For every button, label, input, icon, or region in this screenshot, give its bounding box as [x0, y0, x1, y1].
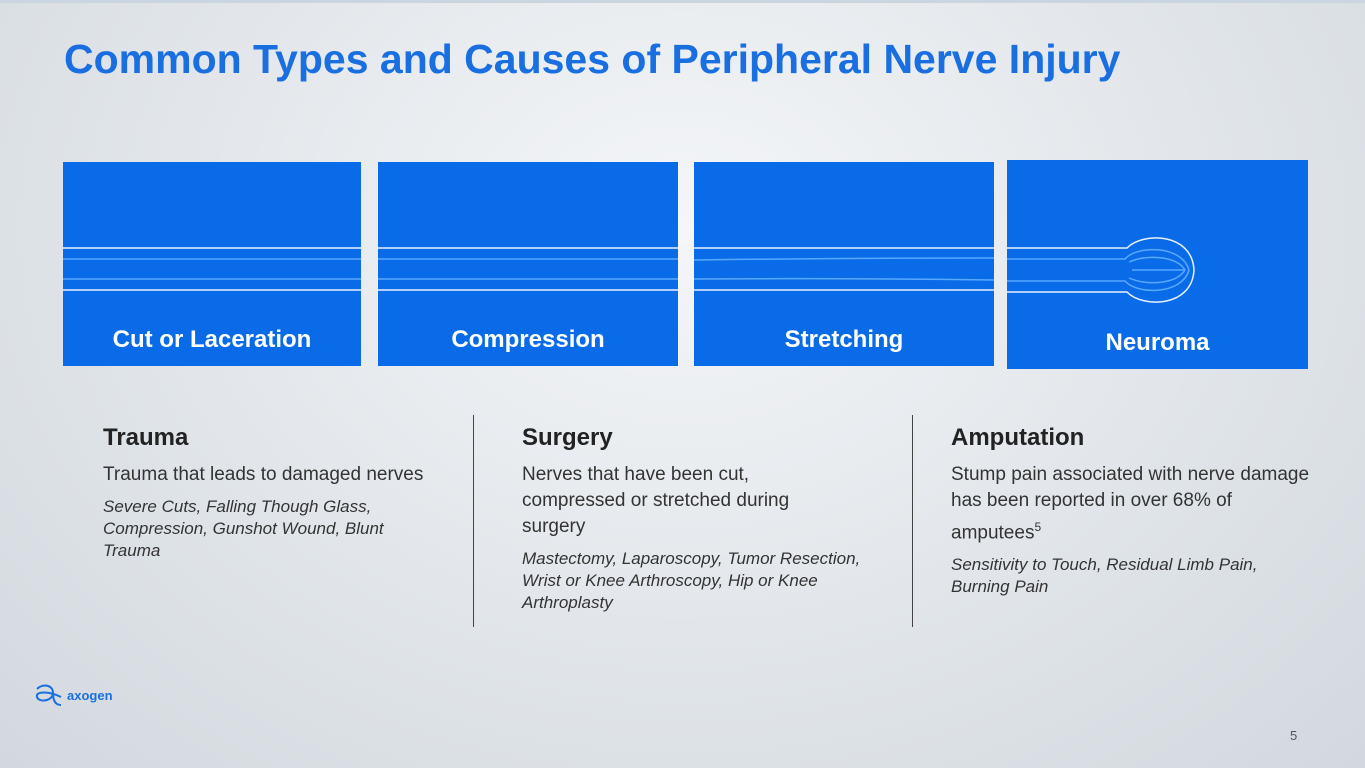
column-surgery: Surgery Nerves that have been cut, compr…: [522, 424, 902, 614]
logo-text: axogen: [67, 687, 113, 703]
column-trauma: Trauma Trauma that leads to damaged nerv…: [103, 424, 438, 562]
axogen-logo: axogen: [33, 683, 113, 707]
description-text: Stump pain associated with nerve damage …: [951, 464, 1310, 544]
panel-compression: Compression: [378, 162, 678, 366]
panel-stretching: Stretching: [694, 162, 994, 366]
page-number: 5: [1290, 728, 1298, 743]
column-heading: Amputation: [951, 424, 1085, 451]
top-rule: [0, 0, 1365, 3]
column-heading: Trauma: [103, 424, 189, 451]
column-description: Nerves that have been cut, compressed or…: [522, 464, 790, 537]
panel-cut: Cut or Laceration: [63, 162, 361, 366]
column-examples: Mastectomy, Laparoscopy, Tumor Resection…: [522, 549, 861, 612]
panel-neuroma: Neuroma: [1007, 160, 1308, 369]
column-description: Trauma that leads to damaged nerves: [103, 464, 424, 485]
neuroma-illustration: [1007, 237, 1195, 303]
nerve-cut-illustration: [63, 247, 361, 291]
column-description: Stump pain associated with nerve damage …: [951, 462, 1316, 546]
axogen-logo-mark-icon: [35, 684, 62, 706]
column-heading: Surgery: [522, 424, 613, 451]
column-divider: [473, 415, 474, 627]
panel-label: Cut or Laceration: [112, 326, 312, 353]
panel-label: Stretching: [784, 326, 904, 353]
page-title: Common Types and Causes of Peripheral Ne…: [64, 36, 1121, 82]
nerve-stretching-illustration: [694, 247, 994, 291]
column-amputation: Amputation Stump pain associated with ne…: [951, 424, 1316, 598]
column-examples: Sensitivity to Touch, Residual Limb Pain…: [951, 555, 1258, 597]
column-examples: Severe Cuts, Falling Though Glass, Compr…: [103, 497, 384, 560]
panel-label: Neuroma: [1105, 329, 1210, 356]
nerve-compression-illustration: [378, 247, 678, 291]
panel-label: Compression: [451, 326, 605, 353]
column-divider: [912, 415, 913, 627]
footnote-ref: 5: [1034, 520, 1042, 534]
